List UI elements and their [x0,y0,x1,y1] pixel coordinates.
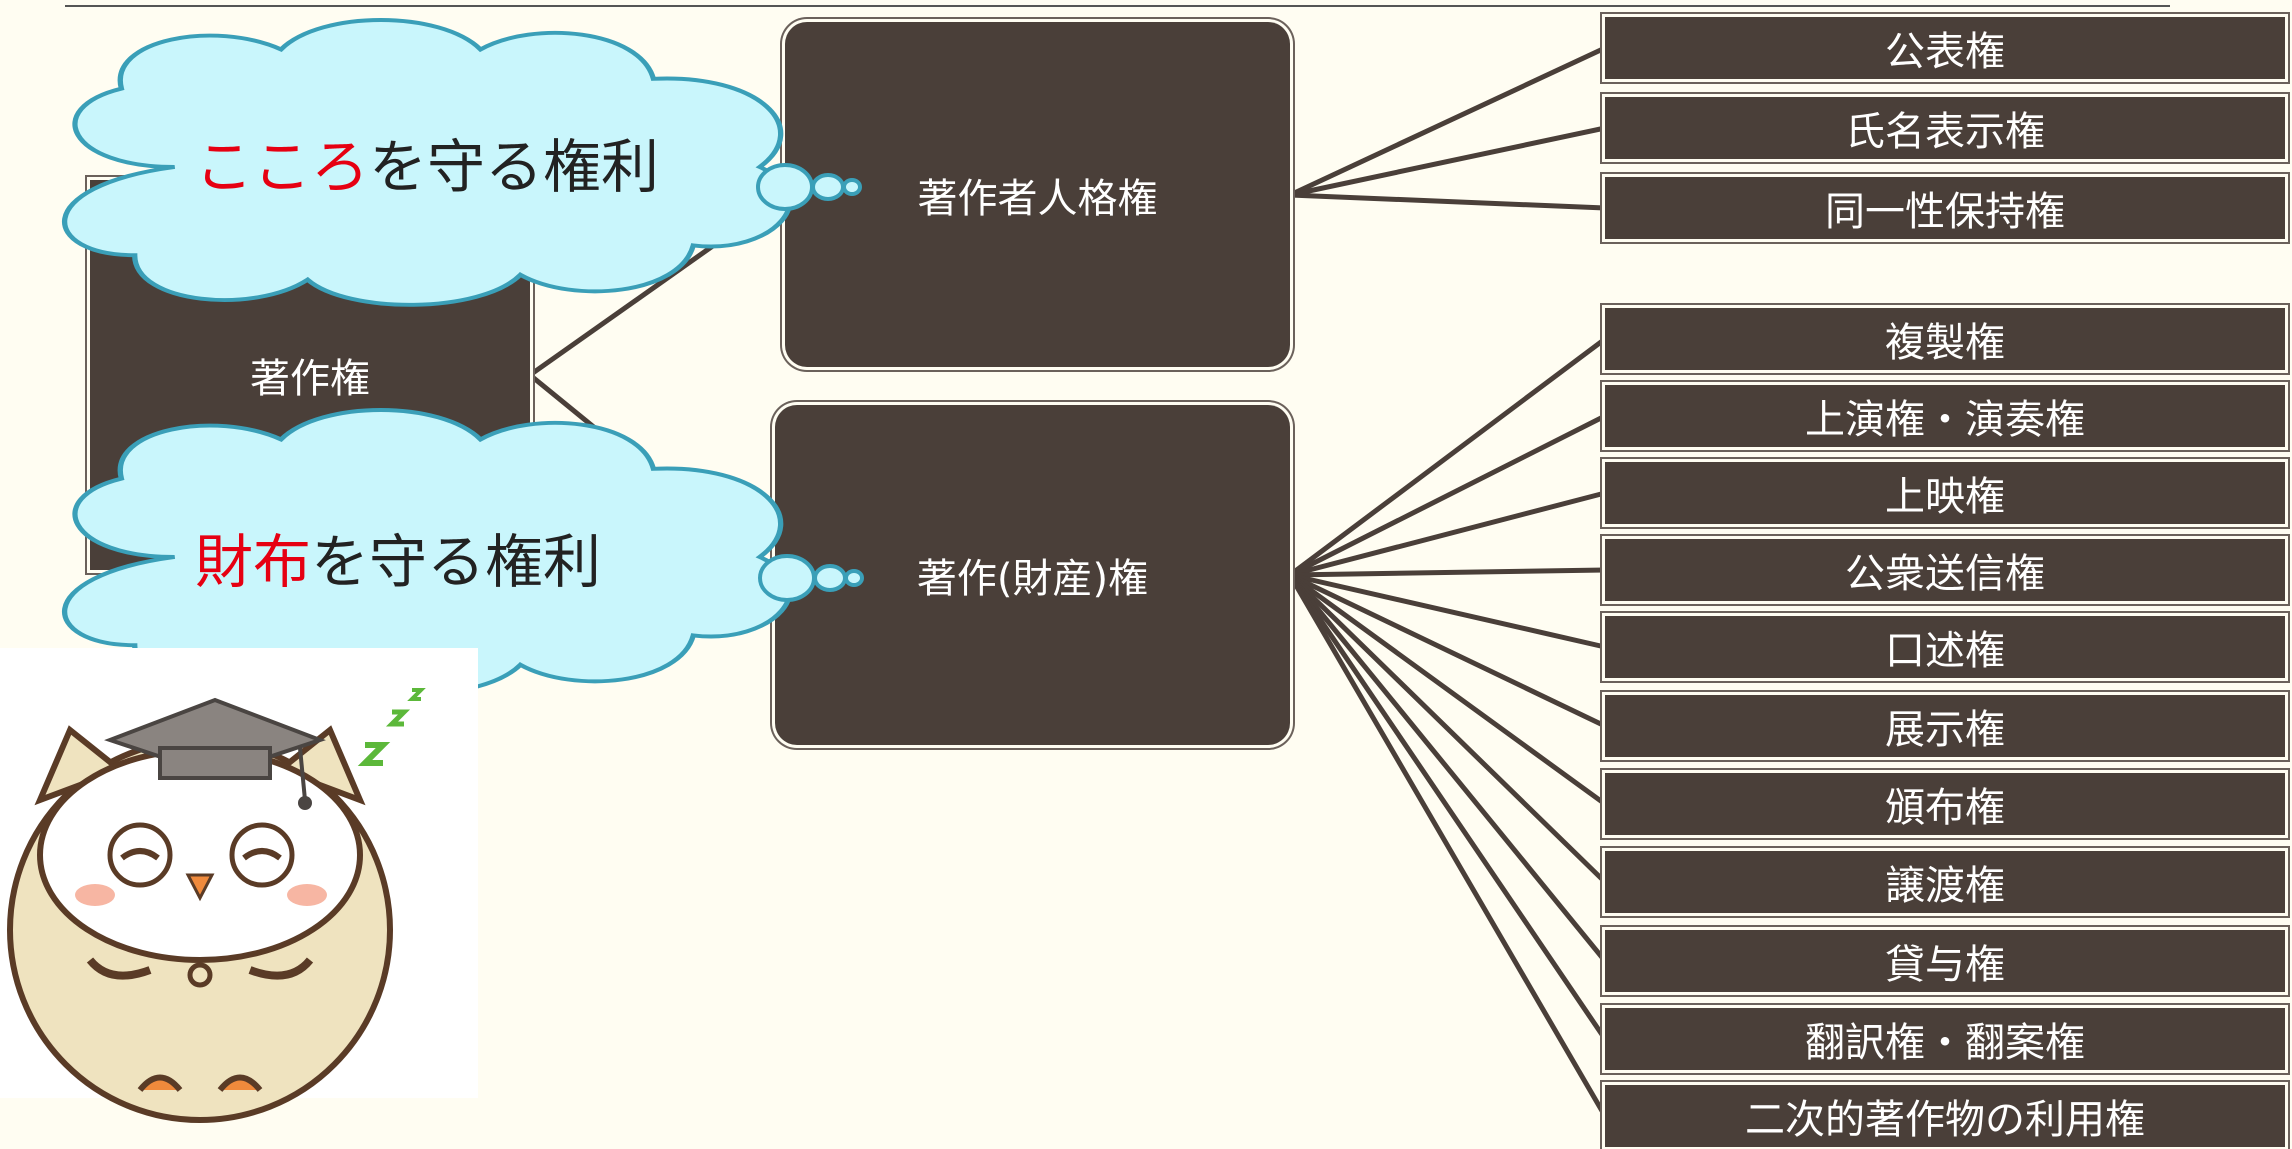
connector-property-7 [1288,573,1607,884]
connector-property-1 [1288,413,1607,578]
root-label: 著作権 [250,356,370,402]
leaf-moral-1: 氏名表示権 [1605,97,2285,159]
connector-property-0 [1288,336,1607,578]
connector-property-10 [1287,573,1608,1118]
cloud-wallet-rest: を守る権利 [311,528,602,596]
connector-moral-1 [1289,125,1606,198]
connector-moral-0 [1288,45,1607,198]
leaf-property-7: 譲渡権 [1605,851,2285,913]
node-moral-rights: 著作者人格権 [785,22,1290,367]
connector-property-8 [1288,573,1607,963]
cloud-heart-text: こころを守る権利 [195,120,659,204]
leaf-property-5: 展示権 [1605,695,2285,757]
leaf-property-3: 公衆送信権 [1605,539,2285,601]
leaf-property-6: 頒布権 [1605,773,2285,835]
cloud-wallet-text: 財布を守る権利 [195,515,601,599]
leaf-property-4: 口述権 [1605,616,2285,678]
leaf-property-0: 複製権 [1605,308,2285,370]
cloud-wallet-highlight: 財布 [195,528,312,596]
leaf-property-1: 上演権・演奏権 [1605,385,2285,447]
leaf-property-10: 二次的著作物の利用権 [1605,1085,2285,1147]
connector-property-5 [1288,572,1607,729]
leaf-property-8: 貸与権 [1605,930,2285,992]
leaf-property-9: 翻訳権・翻案権 [1605,1008,2285,1070]
owl-illustration [0,648,478,1123]
thought-bubbles-heart [756,163,862,211]
connector-property-4 [1289,572,1606,650]
connector-property-3 [1289,567,1606,578]
cloud-heart-rest: を守る権利 [369,133,660,201]
property-rights-label: 著作(財産)権 [916,556,1149,602]
leaf-property-2: 上映権 [1605,462,2285,524]
cloud-heart-highlight: こころ [195,133,370,201]
thought-bubbles-wallet [758,554,864,602]
connector-property-6 [1288,572,1607,807]
moral-rights-label: 著作者人格権 [917,175,1158,222]
connector-property-2 [1289,490,1606,578]
connector-moral-2 [1289,192,1606,211]
connector-property-9 [1287,573,1608,1041]
leaf-moral-2: 同一性保持権 [1605,177,2285,239]
leaf-moral-0: 公表権 [1605,17,2285,79]
sleep-z-icon [357,742,391,766]
